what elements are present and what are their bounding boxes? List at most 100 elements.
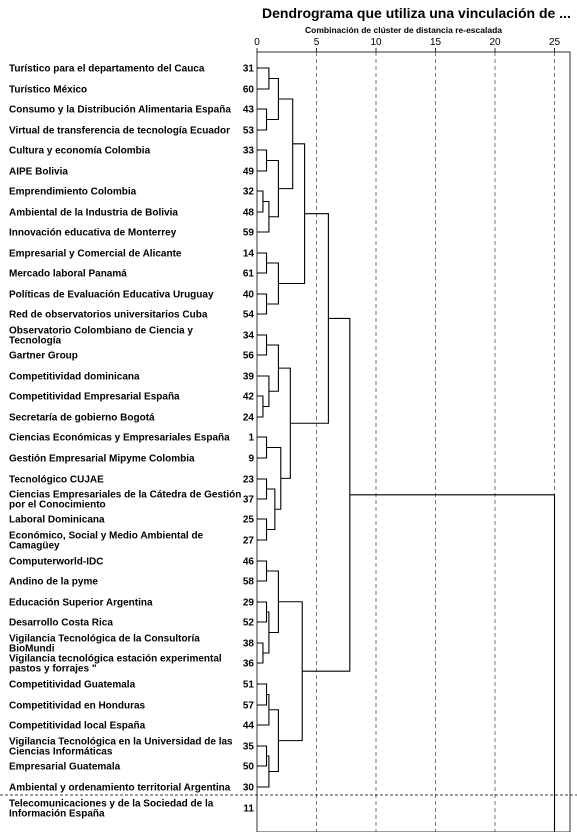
merge-link — [257, 755, 270, 788]
leaf-label: Consumo y la Distribución Alimentaria Es… — [9, 105, 231, 116]
leaf-id: 61 — [243, 269, 255, 280]
leaf-label: Virtual de transferencia de tecnología E… — [9, 126, 230, 137]
leaf-label: Secretaría de gobierno Bogotá — [9, 413, 155, 424]
merge-link — [266, 446, 282, 510]
merge-link — [266, 159, 279, 218]
merge-link — [266, 262, 279, 305]
leaf-label: Computerworld-IDC — [9, 557, 103, 568]
leaf-label: Competitividad Empresarial España — [9, 392, 180, 403]
leaf-label: Emprendimiento Colombia — [9, 187, 137, 198]
merge-link — [266, 344, 279, 392]
merge-link — [278, 367, 291, 479]
leaf-id: 54 — [243, 310, 255, 321]
dendrogram-links — [257, 67, 556, 832]
leaf-label: Competitividad dominicana — [9, 372, 140, 383]
leaf-id: 46 — [243, 557, 255, 568]
merge-link — [257, 190, 264, 213]
leaf-label: Mercado laboral Panamá — [9, 269, 127, 280]
leaf-id: 1 — [248, 433, 254, 444]
leaf-id: 39 — [243, 372, 255, 383]
leaf-label: Competitividad en Honduras — [9, 701, 146, 712]
merge-link — [257, 395, 264, 418]
leaf-label: Gartner Group — [9, 351, 78, 362]
leaf-label: Turístico México — [9, 85, 87, 96]
leaf-id: 57 — [243, 701, 255, 712]
leaf-label: Desarrollo Costa Rica — [9, 618, 113, 629]
leaf-id: 24 — [243, 413, 255, 424]
leaf-id: 37 — [243, 495, 255, 506]
leaf-id: 52 — [243, 618, 255, 629]
leaf-id: 42 — [243, 392, 255, 403]
leaf-label: Políticas de Evaluación Educativa Urugua… — [9, 290, 214, 301]
leaf-id: 36 — [243, 659, 255, 670]
merge-link — [257, 108, 268, 131]
leaf-label: Laboral Dominicana — [9, 515, 105, 526]
leaf-label: Tecnológico CUJAE — [9, 475, 104, 486]
merge-link — [257, 293, 268, 315]
merge-link — [257, 601, 268, 623]
leaf-id: 53 — [243, 126, 255, 137]
merge-link — [257, 518, 268, 541]
leaf-label: Ambiental y ordenamiento territorial Arg… — [9, 783, 231, 794]
leaf-id: 34 — [243, 331, 255, 342]
merge-link — [257, 683, 268, 706]
leaf-label: Gestión Empresarial Mipyme Colombia — [9, 454, 195, 465]
tick-label: 20 — [489, 37, 501, 48]
merge-link — [266, 570, 279, 634]
leaf-id: 29 — [243, 598, 255, 609]
tick-label: 25 — [549, 37, 561, 48]
merge-link — [266, 488, 276, 531]
leaf-id: 35 — [243, 742, 255, 753]
merge-link — [257, 745, 268, 767]
leaf-id: 11 — [243, 804, 254, 815]
merge-link — [257, 67, 270, 90]
plot-frame — [256, 51, 571, 832]
merge-link — [257, 560, 268, 582]
merge-link — [266, 77, 279, 121]
leaf-id: 25 — [243, 515, 255, 526]
leaf-id: 9 — [248, 454, 254, 465]
tick-label: 5 — [314, 37, 320, 48]
leaf-label: Cultura y economía Colombia — [9, 146, 151, 157]
merge-link — [257, 642, 264, 664]
grid-lines — [316, 52, 555, 832]
leaf-id: 59 — [243, 228, 255, 239]
leaf-id: 31 — [243, 64, 255, 75]
x-axis-ticks: 0 5 10 15 20 25 — [254, 37, 560, 52]
leaf-id: 48 — [243, 208, 255, 219]
leaf-label: Ciencias Empresariales de la Cátedra de … — [9, 490, 241, 511]
leaf-label: Empresarial y Comercial de Alicante — [9, 249, 182, 260]
merge-link — [349, 494, 556, 832]
leaf-id: 40 — [243, 290, 255, 301]
merge-link — [278, 98, 294, 190]
leaf-labels: Turístico para el departamento del Cauca… — [9, 64, 254, 820]
leaf-label: Ciencias Económicas y Empresariales Espa… — [9, 433, 230, 444]
leaf-id: 23 — [243, 475, 255, 486]
merge-link — [257, 693, 270, 726]
leaf-id: 33 — [243, 146, 255, 157]
leaf-label: AIPE Bolivia — [9, 167, 68, 178]
merge-link — [257, 149, 268, 172]
merge-link — [257, 334, 268, 356]
leaf-label: Innovación educativa de Monterrey — [9, 228, 177, 239]
tick-label: 15 — [430, 37, 442, 48]
leaf-id: 58 — [243, 577, 255, 588]
leaf-label: Turístico para el departamento del Cauca — [9, 64, 205, 75]
tick-label: 0 — [254, 37, 260, 48]
leaf-label: Ambiental de la Industria de Bolivia — [9, 208, 178, 219]
leaf-label: Red de observatorios universitarios Cuba — [9, 310, 208, 321]
merge-link — [290, 213, 329, 424]
leaf-id: 49 — [243, 167, 255, 178]
merge-link — [278, 601, 303, 742]
tick-label: 10 — [370, 37, 382, 48]
leaf-label: Competitividad local España — [9, 721, 146, 732]
merge-link — [268, 709, 279, 773]
merge-link — [257, 478, 268, 500]
leaf-label: Vigilancia Tecnológica en la Universidad… — [9, 737, 233, 758]
leaf-id: 27 — [243, 536, 255, 547]
merge-link — [262, 611, 270, 654]
leaf-id: 60 — [243, 85, 255, 96]
